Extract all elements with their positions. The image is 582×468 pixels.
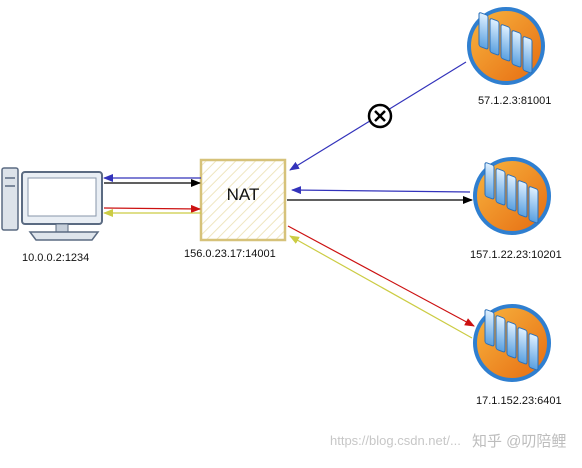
arrow-server2-to-nat-blue (291, 186, 471, 195)
arrow-server3-to-nat-yellow (289, 235, 473, 339)
server-rack-icon (473, 304, 551, 382)
arrow-nat-to-server3-red (287, 225, 475, 327)
server2-address-label: 157.1.22.23:10201 (470, 249, 562, 261)
client-address-label: 10.0.0.2:1234 (22, 252, 90, 264)
server1-address-label: 57.1.2.3:81001 (478, 95, 552, 107)
nat-address-label: 156.0.23.17:14001 (184, 248, 276, 260)
server-rack-icon (467, 7, 545, 85)
watermark-brand: 知乎 @叨陪鲤 (472, 433, 567, 450)
server3-address-label: 17.1.152.23:6401 (476, 395, 562, 407)
nat-label: NAT (226, 185, 260, 204)
server-rack-icon (473, 157, 551, 235)
arrow-client-to-nat-red (103, 204, 201, 213)
blocked-circle-x-icon (367, 103, 393, 129)
nat-box (199, 158, 287, 242)
watermark-url: https://blog.csdn.net/... (330, 433, 461, 448)
desktop-computer-icon (1, 167, 103, 241)
